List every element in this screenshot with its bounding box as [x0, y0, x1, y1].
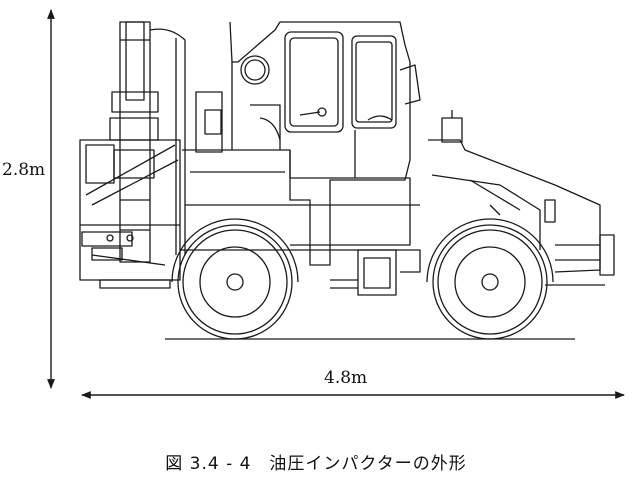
hydraulic-unit — [330, 249, 397, 296]
hammer-mount-frame — [79, 139, 181, 289]
hammer-column — [109, 21, 186, 263]
rear-boom — [428, 110, 615, 286]
machine-outline — [79, 21, 615, 340]
rear-wheel — [426, 218, 554, 340]
operator-cab — [229, 21, 421, 266]
front-wheel — [171, 218, 299, 340]
machine-body — [180, 55, 421, 273]
height-dimension-label: 2.8m — [2, 160, 46, 180]
width-dimension-label: 4.8m — [324, 368, 368, 388]
figure-caption: 図 3.4 - 4 油圧インパクターの外形 — [165, 454, 467, 474]
